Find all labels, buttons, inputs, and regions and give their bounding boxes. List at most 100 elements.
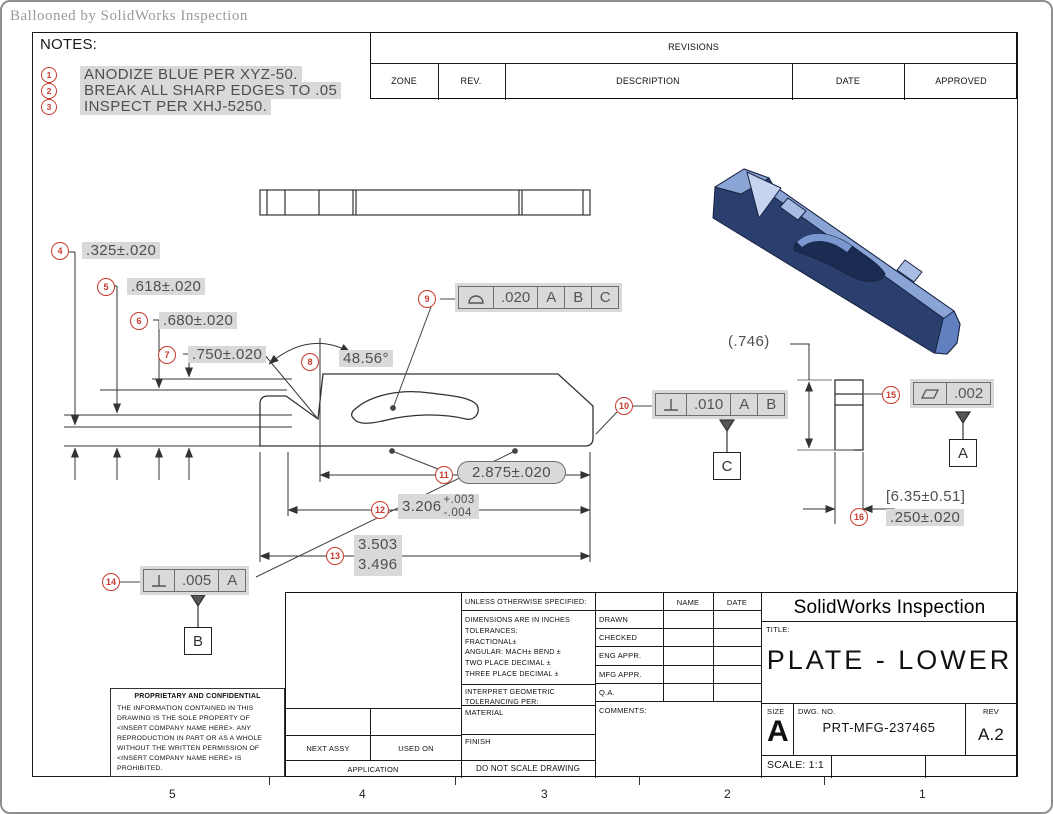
used-on-label: USED ON — [398, 744, 434, 753]
dim-13-lower: 3.496 — [358, 556, 398, 574]
zone-tick — [639, 777, 640, 785]
profile-of-surface-icon — [459, 287, 493, 308]
dim-11-text: 2.875±.020 — [457, 461, 566, 484]
fcf-perpendicularity-14: .005 A — [140, 566, 250, 595]
part-title: PLATE - LOWER — [766, 645, 1013, 675]
dim-6-text: .680±.020 — [159, 312, 238, 329]
dim-4-text: .325±.020 — [82, 242, 161, 259]
unless-otherwise-label: UNLESS OTHERWISE SPECIFIED: — [465, 597, 587, 606]
revisions-col-rev: REV. — [460, 76, 482, 86]
dim-reference-746: (.746) — [728, 333, 770, 350]
next-assy-label: NEXT ASSY — [306, 744, 350, 753]
qa-label: Q.A. — [599, 688, 615, 697]
fcf10-datum-2: B — [757, 394, 784, 415]
fcf10-tolerance: .010 — [686, 394, 730, 415]
checked-label: CHECKED — [599, 633, 638, 642]
fcf9-tolerance: .020 — [493, 287, 537, 308]
eng-appr-label: ENG APPR. — [599, 651, 642, 660]
proprietary-note: PROPRIETARY AND CONFIDENTIAL THE INFORMA… — [110, 688, 285, 777]
dim-13-upper: 3.503 — [358, 536, 398, 553]
dim-12-text: 3.206 +.003 -.004 — [398, 494, 479, 520]
datum-feature-b: B — [184, 627, 212, 655]
balloon-12[interactable]: 12 — [371, 501, 389, 519]
balloon-4[interactable]: 4 — [51, 242, 69, 260]
fcf-perpendicularity-10: .010 A B — [652, 390, 789, 419]
dim-12-plus: +.003 — [443, 494, 475, 506]
finish-label: FINISH — [465, 737, 491, 746]
title-label: TITLE: — [766, 625, 790, 634]
fcf14-tolerance: .005 — [174, 570, 218, 591]
balloon-11[interactable]: 11 — [435, 466, 453, 484]
dim-13-text: 3.503 3.496 — [354, 535, 402, 576]
note-text-1: ANODIZE BLUE PER XYZ-50. — [80, 66, 302, 83]
fcf15-tolerance: .002 — [946, 383, 990, 404]
fcf-flatness: .002 — [910, 379, 995, 408]
zone-number-2: 2 — [724, 787, 731, 801]
dim-8-angle: 48.56° — [339, 350, 393, 367]
revisions-col-appr: APPROVED — [935, 76, 987, 86]
dim-16-text: .250±.020 — [886, 509, 965, 526]
balloon-15[interactable]: 15 — [882, 386, 900, 404]
dim-12-nominal: 3.206 — [402, 498, 442, 516]
dim-12-minus: -.004 — [443, 506, 472, 519]
note-balloon-3[interactable]: 3 — [41, 99, 57, 115]
fcf9-datum-3: C — [591, 287, 618, 308]
proprietary-title: PROPRIETARY AND CONFIDENTIAL — [134, 693, 261, 700]
balloon-7[interactable]: 7 — [158, 346, 176, 364]
company-name: SolidWorks Inspection — [793, 597, 986, 618]
drawn-label: DRAWN — [599, 615, 629, 624]
revisions-title: REVISIONS — [668, 42, 719, 52]
balloon-13[interactable]: 13 — [326, 547, 344, 565]
date-column-label: DATE — [726, 598, 748, 607]
balloon-9[interactable]: 9 — [418, 290, 436, 308]
note-text-2: BREAK ALL SHARP EDGES TO .05 — [80, 82, 342, 99]
revisions-col-zone: ZONE — [391, 76, 417, 86]
size-label: SIZE — [767, 707, 785, 716]
note-text-3: INSPECT PER XHJ-5250. — [80, 98, 272, 115]
balloon-14[interactable]: 14 — [102, 573, 120, 591]
note-balloon-2[interactable]: 2 — [41, 83, 57, 99]
note-balloon-1[interactable]: 1 — [41, 67, 57, 83]
zone-tick — [455, 777, 456, 785]
proprietary-body: THE INFORMATION CONTAINED IN THIS DRAWIN… — [117, 705, 263, 772]
material-label: MATERIAL — [465, 708, 504, 717]
rev-label: REV — [982, 707, 1000, 716]
fcf9-datum-2: B — [564, 287, 591, 308]
dim-5-text: .618±.020 — [127, 278, 206, 295]
zone-tick — [269, 777, 270, 785]
fcf10-datum-1: A — [730, 394, 757, 415]
name-column-label: NAME — [676, 598, 700, 607]
notes-heading: NOTES: — [40, 36, 98, 53]
balloon-16[interactable]: 16 — [850, 508, 868, 526]
dim-16-dual: [6.35±0.51] — [886, 488, 966, 505]
rev-value: A.2 — [977, 725, 1005, 744]
ballooned-watermark: Ballooned by SolidWorks Inspection — [10, 8, 248, 24]
balloon-6[interactable]: 6 — [130, 312, 148, 330]
dwg-no-label: DWG. NO. — [798, 707, 836, 716]
dwg-no-value: PRT-MFG-237465 — [822, 720, 936, 735]
zone-number-5: 5 — [169, 787, 176, 801]
datum-feature-a: A — [949, 439, 977, 467]
zone-number-3: 3 — [541, 787, 548, 801]
mfg-appr-label: MFG APPR. — [599, 670, 642, 679]
balloon-10[interactable]: 10 — [615, 397, 633, 415]
title-block: NEXT ASSY USED ON APPLICATION UNLESS OTH… — [285, 592, 1018, 778]
do-not-scale-label: DO NOT SCALE DRAWING — [475, 764, 581, 773]
zone-number-1: 1 — [919, 787, 926, 801]
balloon-8[interactable]: 8 — [301, 353, 319, 371]
revisions-col-desc: DESCRIPTION — [616, 76, 680, 86]
zone-tick — [824, 777, 825, 785]
perpendicularity-icon — [656, 394, 686, 415]
revisions-col-date: DATE — [835, 76, 861, 86]
fcf14-datum-1: A — [218, 570, 245, 591]
flatness-icon — [914, 383, 946, 404]
perpendicularity-icon — [144, 570, 174, 591]
balloon-5[interactable]: 5 — [97, 278, 115, 296]
dim-7-text: .750±.020 — [188, 346, 267, 363]
revisions-table: REVISIONS ZONE REV. DESCRIPTION DATE APP… — [370, 32, 1017, 100]
size-value: A — [767, 715, 789, 748]
scale-value: SCALE: 1:1 — [767, 759, 824, 771]
zone-number-4: 4 — [359, 787, 366, 801]
application-label: APPLICATION — [347, 765, 399, 774]
